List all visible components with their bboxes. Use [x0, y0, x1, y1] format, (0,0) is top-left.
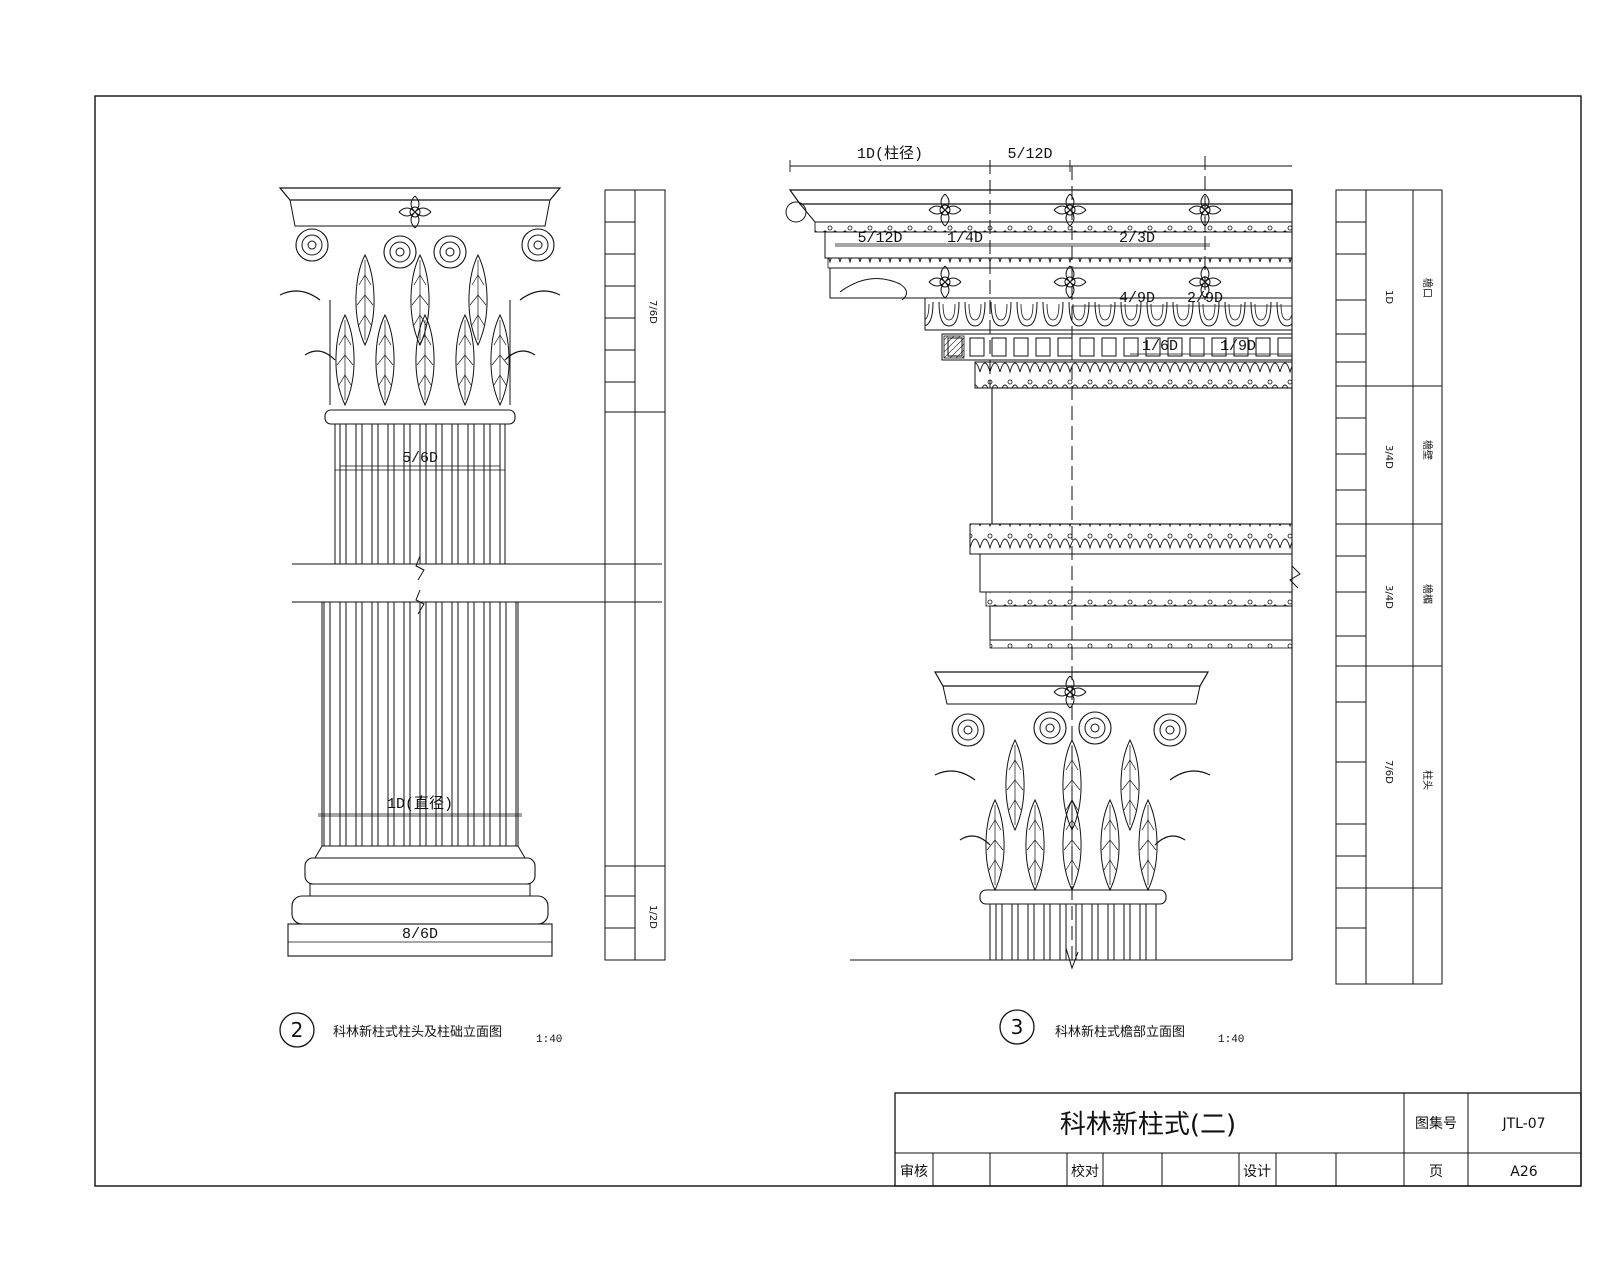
view3-name-1: 檐口 — [1421, 278, 1434, 298]
design-label: 设计 — [1243, 1164, 1271, 1180]
view3-dim-d9: 1/9D — [1220, 338, 1256, 355]
view3-number: 3 — [1011, 1015, 1024, 1039]
view2-side-label-1: 7/6D — [647, 300, 658, 324]
view3-dim-d2: 5/12D — [1007, 146, 1052, 163]
view3-ratio-2: 3/4D — [1383, 445, 1394, 469]
view3-name-4: 柱头 — [1421, 770, 1434, 790]
view3-entablature — [785, 156, 1443, 985]
view3-ratio-1: 1D — [1383, 290, 1394, 304]
review-label: 审核 — [900, 1164, 928, 1180]
atlas-label: 图集号 — [1415, 1115, 1457, 1132]
view3-dim-d5: 2/3D — [1119, 230, 1155, 247]
view3-caption: 科林新柱式檐部立面图 — [1055, 1024, 1185, 1040]
sheet-border — [94, 95, 1582, 1187]
view2-number-circle — [279, 1012, 315, 1048]
dim-diameter: 1D(直径) — [387, 795, 453, 813]
dim-top-width: 5/6D — [402, 450, 438, 467]
view3-dim-d3: 5/12D — [857, 230, 902, 247]
view3-dim-d8: 1/6D — [1142, 338, 1178, 355]
view3-number-circle — [999, 1009, 1035, 1045]
view2-caption: 科林新柱式柱头及柱础立面图 — [333, 1024, 502, 1040]
view3-scale: 1:40 — [1218, 1034, 1244, 1046]
dim-base-width: 8/6D — [402, 926, 438, 943]
view3-name-2: 檐壁 — [1421, 440, 1434, 460]
view3-dim-d4: 1/4D — [947, 230, 983, 247]
page-label: 页 — [1429, 1164, 1443, 1180]
view3-name-3: 檐楣 — [1421, 584, 1434, 604]
view2-scale: 1:40 — [536, 1034, 562, 1046]
view2-number: 2 — [291, 1018, 304, 1042]
view3-ratio-4: 7/6D — [1383, 760, 1394, 784]
view3-dim-d7: 2/9D — [1187, 290, 1223, 307]
atlas-number: JTL-07 — [1501, 1116, 1545, 1132]
title-block — [894, 1092, 1582, 1187]
view3-ratio-3: 3/4D — [1383, 585, 1394, 609]
page-number: A26 — [1510, 1164, 1537, 1180]
view2-side-label-2: 1/2D — [647, 905, 658, 929]
view2-column — [278, 187, 666, 961]
view3-dim-d6: 4/9D — [1119, 290, 1155, 307]
check-label: 校对 — [1071, 1163, 1099, 1180]
drawing-title: 科林新柱式(二) — [1060, 1110, 1236, 1140]
view3-dim-d1: 1D(柱径) — [857, 145, 923, 163]
